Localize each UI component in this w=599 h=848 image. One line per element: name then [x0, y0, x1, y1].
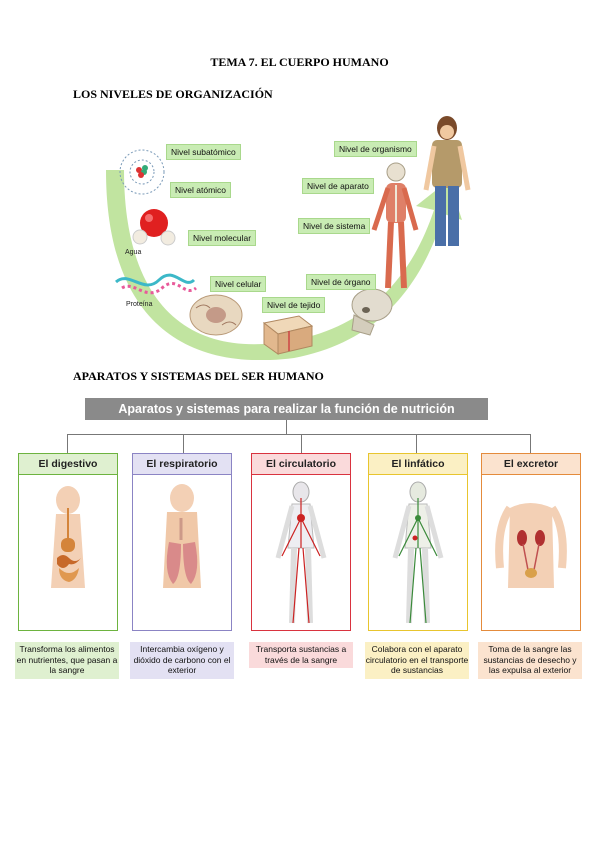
respiratory-system-icon [163, 484, 201, 588]
system-title-digestive: El digestivo [19, 454, 117, 475]
caption-protein: Proteína [126, 301, 153, 308]
levels-illustration [106, 116, 471, 360]
tree-connector [530, 434, 531, 453]
levels-diagram: Nivel subatómico Nivel atómico Nivel mol… [104, 110, 504, 360]
caption-water: Agua [125, 249, 142, 256]
label-molecular-level: Nivel molecular [188, 230, 257, 246]
label-atomic-level: Nivel atómico [170, 182, 232, 198]
systems-heading: APARATOS Y SISTEMAS DEL SER HUMANO [73, 369, 324, 383]
document-title: TEMA 7. EL CUERPO HUMANO [210, 55, 389, 69]
system-description-respiratory: Intercambia oxígeno y dióxido de carbono… [130, 642, 234, 679]
excretory-system-icon [495, 503, 567, 588]
system-card-respiratory: El respiratorio [132, 453, 232, 631]
person-organism-icon [423, 116, 471, 246]
system-title-lymphatic: El linfático [369, 454, 467, 475]
lymphatic-system-icon [392, 481, 444, 624]
label-system-level: Nivel de sistema [298, 218, 371, 234]
system-description-lymphatic: Colabora con el aparato circulatorio en … [365, 642, 469, 679]
digestive-system-icon [51, 486, 85, 588]
levels-heading: LOS NIVELES DE ORGANIZACIÓN [73, 87, 273, 101]
atom-icon [119, 149, 165, 195]
label-organism-level: Nivel de organismo [334, 141, 417, 157]
label-organ-level: Nivel de órgano [306, 274, 376, 290]
skull-organ-icon [351, 288, 393, 336]
system-card-digestive: El digestivo [18, 453, 118, 631]
label-tissue-level: Nivel de tejido [262, 297, 326, 313]
label-apparatus-level: Nivel de aparato [302, 178, 374, 194]
system-description-digestive: Transforma los alimentos en nutrientes, … [15, 642, 119, 679]
tree-connector [301, 434, 302, 453]
water-molecule-icon [132, 209, 176, 246]
system-description-circulatory: Transporta sustancias a través de la san… [249, 642, 353, 668]
tree-connector [67, 434, 68, 453]
system-card-circulatory: El circulatorio [251, 453, 351, 631]
system-title-excretory: El excretor [482, 454, 580, 475]
system-description-excretory: Toma de la sangre las sustancias de dese… [478, 642, 582, 679]
system-card-lymphatic: El linfático [368, 453, 468, 631]
circulatory-system-icon [275, 481, 327, 624]
label-subatomic-level: Nivel subatómico [166, 144, 241, 160]
tree-connector [67, 434, 530, 435]
cell-icon [189, 294, 243, 336]
label-cellular-level: Nivel celular [210, 276, 267, 292]
human-anatomy-icon [371, 162, 419, 289]
system-card-excretory: El excretor [481, 453, 581, 631]
protein-strand-icon [114, 273, 197, 295]
tree-connector [416, 434, 417, 453]
tree-connector [286, 420, 287, 434]
systems-banner: Aparatos y sistemas para realizar la fun… [85, 398, 488, 420]
system-title-respiratory: El respiratorio [133, 454, 231, 475]
tissue-icon [262, 315, 314, 355]
tree-connector [183, 434, 184, 453]
system-title-circulatory: El circulatorio [252, 454, 350, 475]
